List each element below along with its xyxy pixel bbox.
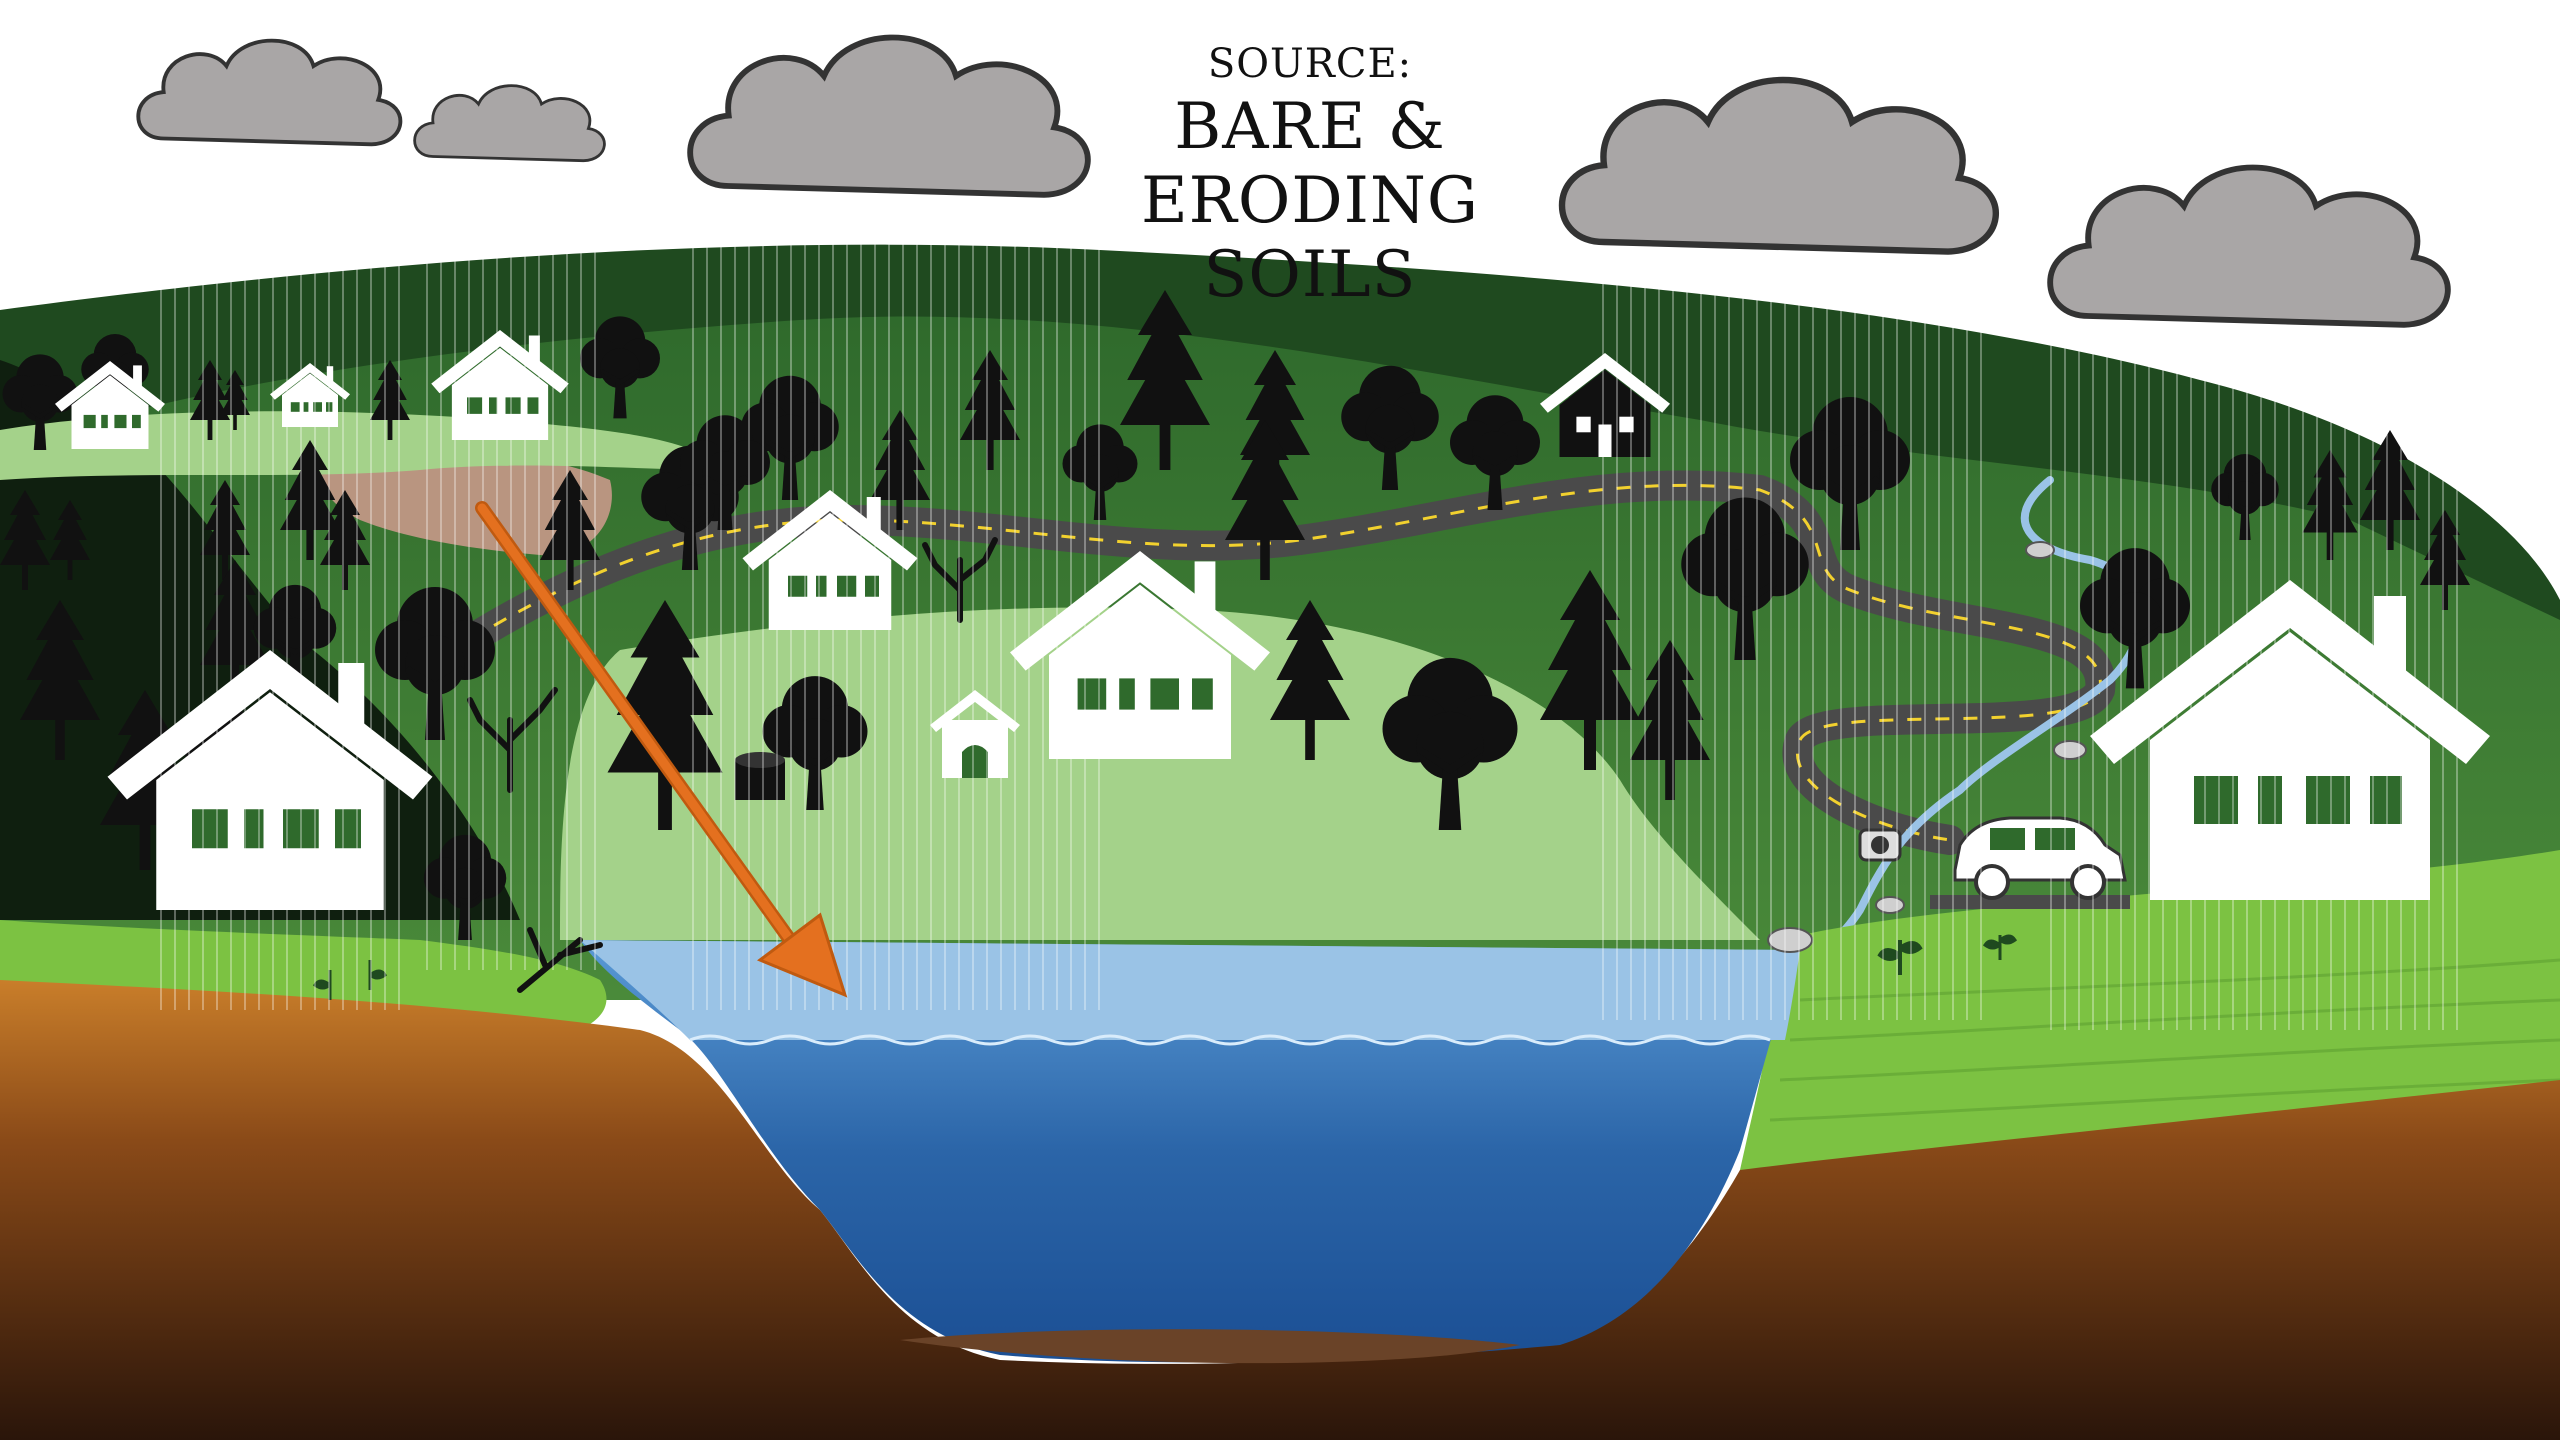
earth-cross-section [0,980,2560,1440]
title-headline: BARE & ERODING SOILS [1140,90,1480,312]
rain [150,150,2470,1030]
title-kicker: SOURCE: [1207,41,1413,87]
source-title: SOURCE: BARE & ERODING SOILS [1080,38,1540,312]
lake [580,940,1800,1363]
water-ripple [689,1034,1771,1046]
lake-bottom-sediment [900,1329,1520,1364]
erosion-flow-arrow [475,501,848,998]
